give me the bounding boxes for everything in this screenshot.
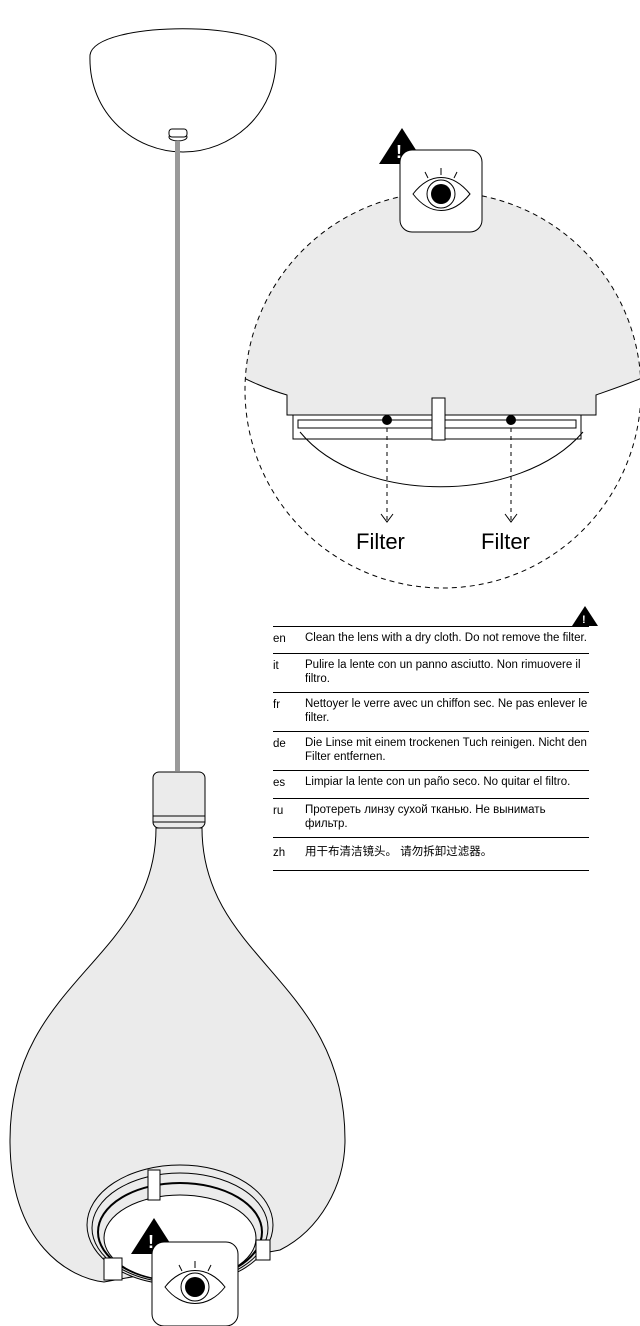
- lang-code: en: [273, 633, 286, 645]
- instruction-text: Nettoyer le verre avec un chiffon sec. N…: [305, 698, 588, 724]
- warning-triangle-icon: !: [572, 606, 598, 626]
- instruction-row-zh: zh 用干布清洁镜头。 请勿拆卸过滤器。: [273, 838, 589, 871]
- lang-code: it: [273, 660, 279, 672]
- lang-code: ru: [273, 805, 284, 817]
- suspension-cable: [175, 141, 180, 771]
- instructions-table: en Clean the lens with a dry cloth. Do n…: [273, 626, 589, 871]
- svg-text:!: !: [148, 1232, 154, 1252]
- instruction-row-fr: fr Nettoyer le verre avec un chiffon sec…: [273, 693, 589, 732]
- lang-code: de: [273, 738, 286, 750]
- eye-icon: [151, 1241, 239, 1326]
- instruction-text: Pulire la lente con un panno asciutto. N…: [305, 659, 581, 685]
- detail-magnifier: Filter Filter: [244, 191, 640, 589]
- instruction-row-en: en Clean the lens with a dry cloth. Do n…: [273, 626, 589, 654]
- svg-text:!: !: [396, 142, 402, 162]
- instruction-text: 用干布清洁镜头。 请勿拆卸过滤器。: [305, 846, 493, 858]
- instruction-text: Die Linse mit einem trockenen Tuch reini…: [305, 737, 587, 763]
- instruction-text: Limpiar la lente con un paño seco. No qu…: [305, 776, 571, 788]
- svg-text:!: !: [582, 614, 586, 626]
- filter-label-left: Filter: [356, 529, 405, 554]
- instruction-row-es: es Limpiar la lente con un paño seco. No…: [273, 771, 589, 799]
- filter-label-right: Filter: [481, 529, 530, 554]
- instruction-row-de: de Die Linse mit einem trockenen Tuch re…: [273, 732, 589, 771]
- instruction-row-ru: ru Протереть линзу сухой тканью. Не выни…: [273, 799, 589, 838]
- instruction-row-it: it Pulire la lente con un panno asciutto…: [273, 654, 589, 693]
- eye-icon: [399, 149, 483, 233]
- lang-code: fr: [273, 699, 281, 711]
- lang-code: zh: [273, 847, 286, 859]
- lang-code: es: [273, 777, 286, 789]
- instruction-text: Протереть линзу сухой тканью. Не вынимат…: [305, 804, 546, 830]
- instruction-text: Clean the lens with a dry cloth. Do not …: [305, 632, 587, 644]
- ceiling-canopy: [89, 28, 277, 153]
